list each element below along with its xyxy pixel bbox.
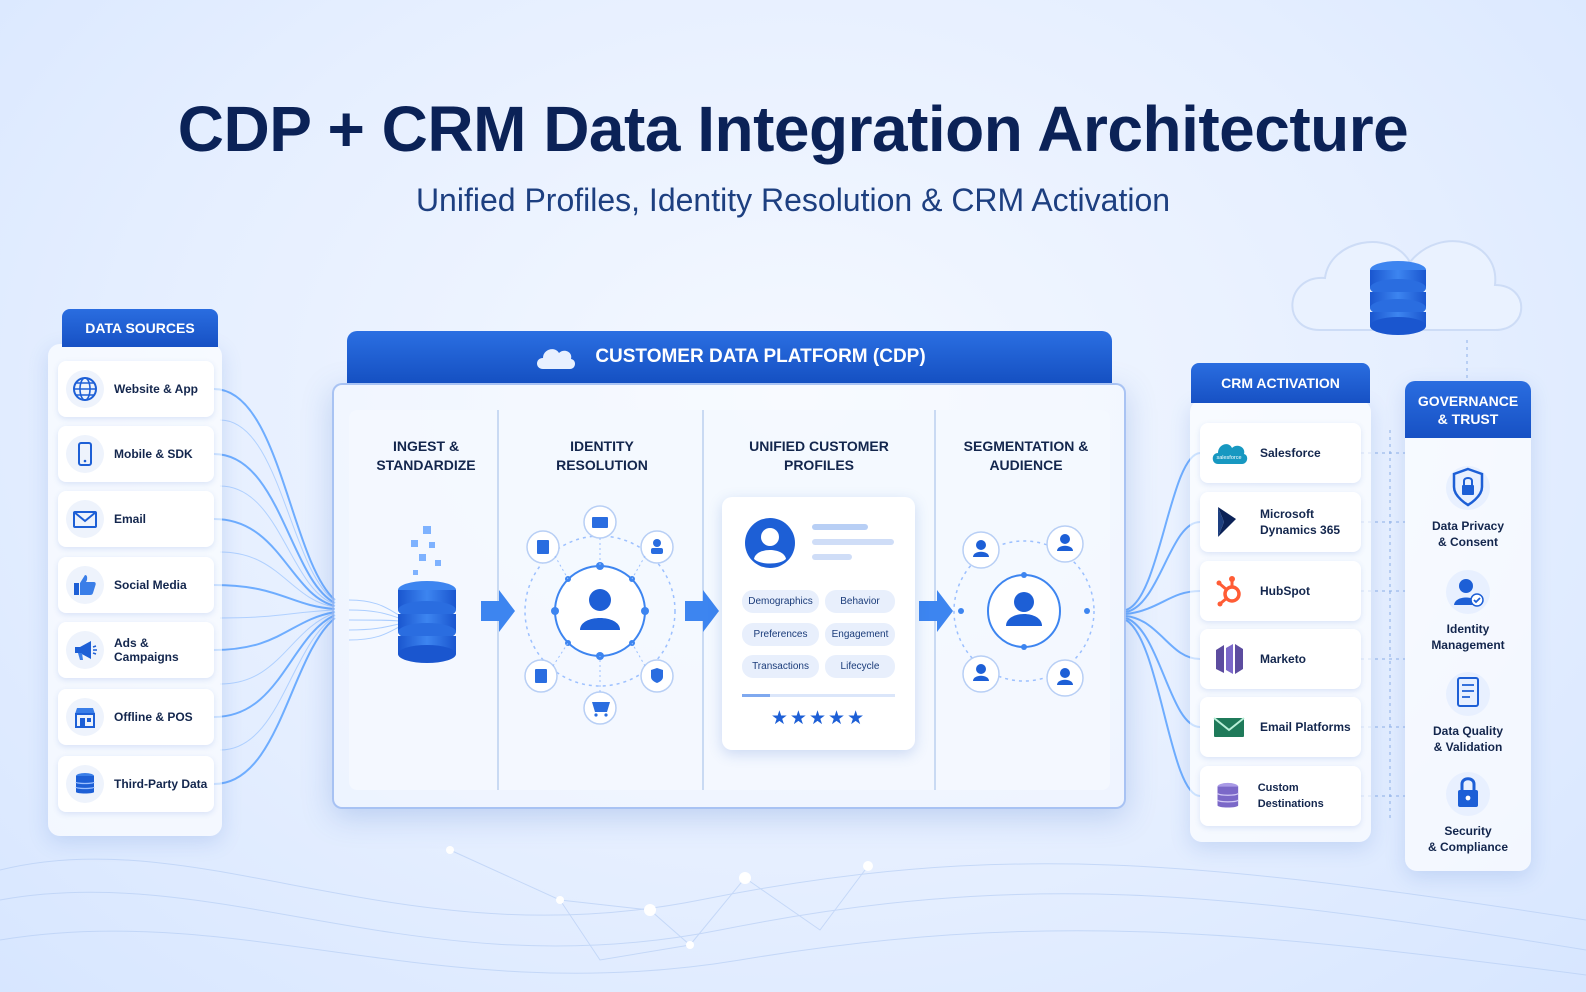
source-label: Website & App bbox=[114, 382, 199, 396]
profile-progress-fill bbox=[742, 694, 770, 697]
unified-profile-card: Demographics Behavior Preferences Engage… bbox=[722, 497, 915, 750]
chip-lifecycle: Lifecycle bbox=[825, 655, 895, 678]
star-icon: ★ bbox=[789, 708, 809, 729]
svg-text:salesforce: salesforce bbox=[1216, 455, 1241, 461]
chip-preferences: Preferences bbox=[742, 623, 819, 646]
store-icon bbox=[75, 708, 95, 728]
thumbs-up-icon bbox=[74, 575, 96, 595]
cdp-stage-graphics bbox=[349, 505, 1095, 725]
crm-connectors bbox=[1125, 452, 1201, 797]
gov-security-compliance[interactable]: Security& Compliance bbox=[1405, 770, 1531, 855]
crm-label: Marketo bbox=[1260, 652, 1307, 666]
crm-marketo[interactable]: Marketo bbox=[1200, 629, 1361, 689]
crm-label: Custom Destinations bbox=[1257, 782, 1324, 810]
governance-heading: GOVERNANCE& TRUST bbox=[1405, 381, 1531, 438]
profile-progress-track bbox=[742, 694, 895, 697]
avatar-icon bbox=[745, 518, 795, 568]
globe-icon bbox=[73, 377, 97, 401]
source-label: Mobile & SDK bbox=[114, 447, 193, 461]
stage-ingest-title: INGEST &STANDARDIZE bbox=[376, 438, 476, 473]
cdp-heading: CUSTOMER DATA PLATFORM (CDP) bbox=[595, 346, 926, 367]
flow-arrow-icon bbox=[481, 590, 953, 632]
rating-stars: ★★★★★ bbox=[722, 707, 915, 730]
crm-label: Email Platforms bbox=[1260, 720, 1351, 734]
source-label: Social Media bbox=[114, 578, 187, 592]
source-website-app[interactable]: Website & App bbox=[58, 361, 214, 417]
source-ads-campaigns[interactable]: Ads & Campaigns bbox=[58, 622, 214, 678]
crm-email-platforms[interactable]: Email Platforms bbox=[1200, 697, 1361, 757]
identity-network bbox=[524, 505, 676, 725]
profile-bar bbox=[812, 554, 852, 560]
page-title: CDP + CRM Data Integration Architecture bbox=[177, 93, 1409, 165]
stage-divider bbox=[497, 410, 499, 790]
chip-engagement: Engagement bbox=[825, 623, 895, 646]
chip-demographics: Demographics bbox=[742, 590, 819, 613]
cdp-header: CUSTOMER DATA PLATFORM (CDP) bbox=[347, 331, 1112, 383]
database-icon bbox=[75, 773, 95, 794]
page-subtitle: Unified Profiles, Identity Resolution & … bbox=[415, 182, 1171, 218]
gov-label: Security& Compliance bbox=[1427, 824, 1508, 854]
crm-label: HubSpot bbox=[1260, 584, 1310, 598]
crm-activation-heading: CRM ACTIVATION bbox=[1191, 363, 1370, 403]
source-third-party-data[interactable]: Third-Party Data bbox=[58, 756, 214, 812]
salesforce-icon: salesforce bbox=[1212, 444, 1248, 464]
source-offline-pos[interactable]: Offline & POS bbox=[58, 689, 214, 745]
ingest-database-icon bbox=[349, 526, 456, 663]
profile-bar bbox=[812, 524, 868, 530]
hubspot-icon bbox=[1216, 576, 1241, 607]
star-icon: ★ bbox=[847, 708, 867, 729]
crm-hubspot[interactable]: HubSpot bbox=[1200, 561, 1361, 621]
shield-lock-icon bbox=[1446, 466, 1490, 510]
padlock-icon bbox=[1446, 772, 1490, 816]
database-icon bbox=[1216, 782, 1239, 808]
source-label: Third-Party Data bbox=[114, 777, 208, 791]
chip-transactions: Transactions bbox=[742, 655, 819, 678]
star-icon: ★ bbox=[828, 708, 848, 729]
envelope-icon bbox=[1213, 717, 1245, 737]
star-icon: ★ bbox=[808, 708, 829, 729]
source-label: Email bbox=[114, 512, 147, 526]
cloud-database-icon bbox=[1291, 240, 1523, 335]
crm-label: Salesforce bbox=[1260, 446, 1321, 460]
megaphone-icon bbox=[75, 641, 97, 660]
data-sources-heading: DATA SOURCES bbox=[62, 309, 218, 347]
crm-salesforce[interactable]: salesforce Salesforce bbox=[1200, 423, 1361, 483]
gov-label: Data Quality& Validation bbox=[1432, 724, 1504, 754]
user-check-icon bbox=[1446, 570, 1490, 614]
network-mesh bbox=[0, 849, 1586, 976]
stage-divider bbox=[934, 410, 936, 790]
source-connectors-faint bbox=[219, 419, 336, 751]
star-icon: ★ bbox=[770, 708, 790, 729]
envelope-icon bbox=[73, 511, 97, 528]
source-label: Offline & POS bbox=[114, 710, 193, 724]
crm-custom-destinations[interactable]: Custom Destinations bbox=[1200, 766, 1361, 826]
gov-data-privacy[interactable]: Data Privacy& Consent bbox=[1405, 463, 1531, 550]
gov-label: Data Privacy& Consent bbox=[1431, 519, 1505, 549]
dynamics-icon bbox=[1218, 507, 1236, 537]
cloud-icon bbox=[537, 349, 576, 369]
segmentation-network bbox=[953, 525, 1095, 697]
profile-bar bbox=[812, 539, 894, 545]
chip-behavior: Behavior bbox=[825, 590, 895, 613]
source-email[interactable]: Email bbox=[58, 491, 214, 547]
source-mobile-sdk[interactable]: Mobile & SDK bbox=[58, 426, 214, 482]
marketo-icon bbox=[1216, 644, 1243, 674]
source-connectors bbox=[213, 388, 336, 785]
network-nodes bbox=[446, 846, 873, 949]
checklist-icon bbox=[1446, 672, 1490, 716]
mobile-icon bbox=[78, 442, 92, 466]
source-social-media[interactable]: Social Media bbox=[58, 557, 214, 613]
stage-segmentation-title: SEGMENTATION &AUDIENCE bbox=[963, 438, 1089, 473]
source-label: Ads & Campaigns bbox=[114, 636, 179, 664]
gov-data-quality[interactable]: Data Quality& Validation bbox=[1405, 670, 1531, 755]
